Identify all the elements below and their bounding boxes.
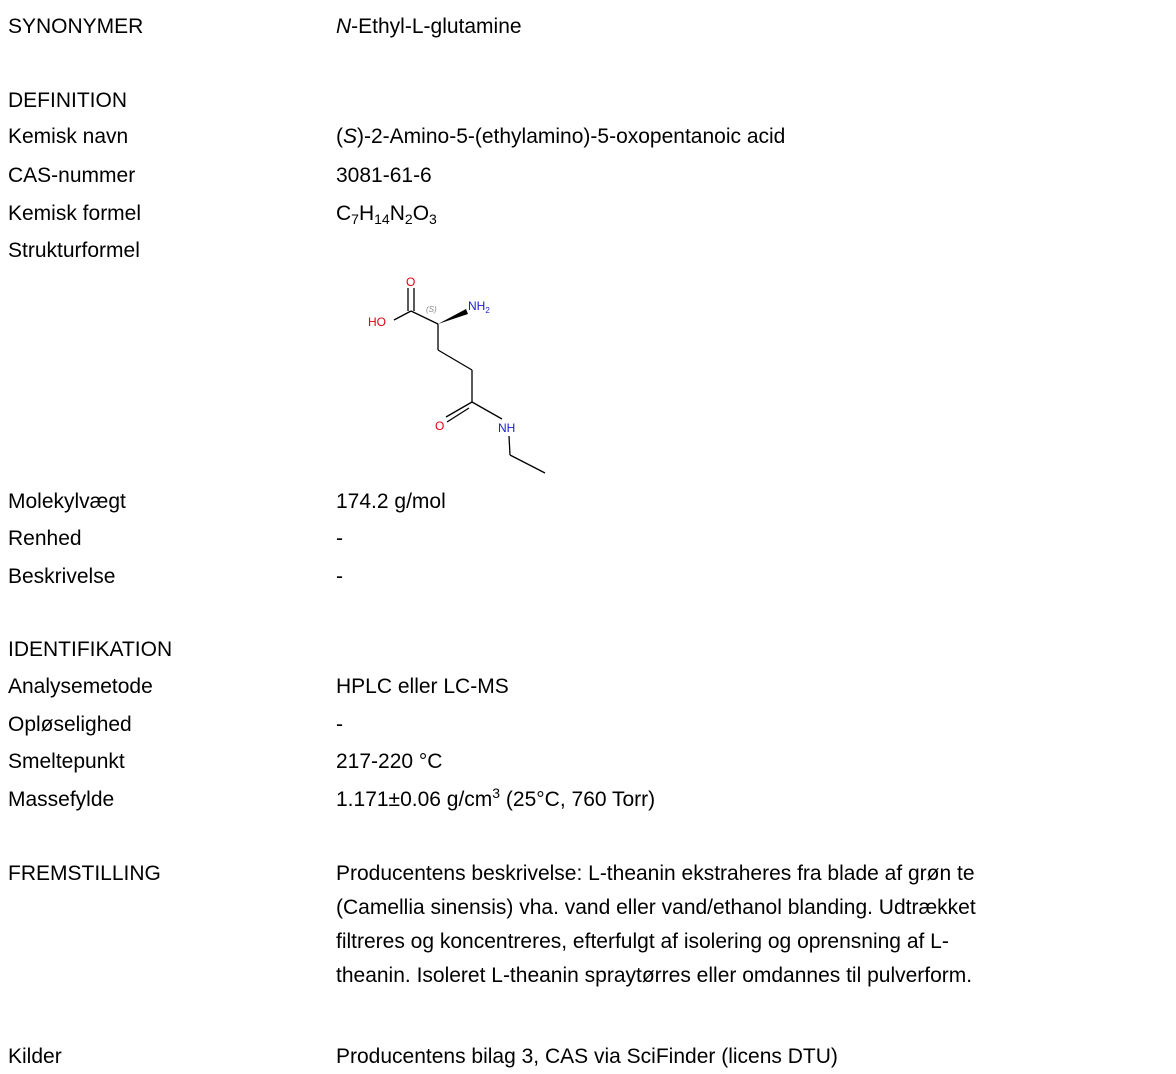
label-cas-nummer: CAS-nummer — [8, 164, 136, 187]
row-molekylvaegt: Molekylvægt 174.2 g/mol — [8, 485, 1176, 519]
label-molekylvaegt: Molekylvægt — [8, 490, 126, 513]
row-kilder: Kilder Producentens bilag 3, CAS via Sci… — [8, 1040, 1176, 1074]
value-analysemetode: HPLC eller LC-MS — [336, 675, 509, 698]
row-beskrivelse: Beskrivelse - — [8, 560, 1176, 594]
row-strukturformel: Strukturformel — [8, 234, 1176, 268]
label-kilder: Kilder — [8, 1045, 62, 1068]
value-massefylde: 1.171±0.06 g/cm3 (25°C, 760 Torr) — [336, 785, 656, 811]
row-massefylde: Massefylde 1.171±0.06 g/cm3 (25°C, 760 T… — [8, 783, 1176, 817]
value-kilder: Producentens bilag 3, CAS via SciFinder … — [336, 1045, 838, 1068]
label-oploselighed: Opløselighed — [8, 713, 132, 736]
fremstilling-line: filtreres og koncentreres, efterfulgt af… — [336, 930, 949, 953]
value-synonymer: N-Ethyl-L-glutamine — [336, 15, 522, 38]
label-analysemetode: Analysemetode — [8, 675, 153, 698]
row-cas-nummer: CAS-nummer 3081-61-6 — [8, 159, 1176, 193]
value-molekylvaegt: 174.2 g/mol — [336, 490, 446, 513]
heading-identifikation: IDENTIFIKATION — [8, 638, 173, 661]
row-analysemetode: Analysemetode HPLC eller LC-MS — [8, 670, 1176, 704]
fremstilling-line: Producentens beskrivelse: L-theanin ekst… — [336, 862, 975, 885]
wedge-bond — [438, 309, 468, 324]
structure-formula: O HO (S) NH2 O NH — [368, 275, 546, 474]
value-oploselighed: - — [336, 713, 343, 736]
value-cas-nummer: 3081-61-6 — [336, 164, 432, 187]
label-massefylde: Massefylde — [8, 788, 115, 811]
label-kemisk-formel: Kemisk formel — [8, 202, 142, 225]
label-beskrivelse: Beskrivelse — [8, 565, 116, 588]
value-renhed: - — [336, 527, 343, 550]
atom-o-amide: O — [435, 419, 444, 433]
atom-o-top: O — [406, 275, 415, 289]
label-synonymer: SYNONYMER — [8, 15, 144, 38]
row-oploselighed: Opløselighed - — [8, 708, 1176, 742]
atom-nh-amide: NH — [498, 421, 515, 435]
row-smeltepunkt: Smeltepunkt 217-220 °C — [8, 745, 1176, 779]
atom-nh2: NH2 — [468, 299, 490, 315]
row-synonymer: SYNONYMER N-Ethyl-L-glutamine — [8, 10, 1176, 44]
value-beskrivelse: - — [336, 565, 343, 588]
fremstilling-line: theanin. Isoleret L-theanin spraytørres … — [336, 964, 973, 987]
value-smeltepunkt: 217-220 °C — [336, 750, 443, 773]
row-renhed: Renhed - — [8, 522, 1176, 556]
row-kemisk-navn: Kemisk navn (S)-2-Amino-5-(ethylamino)-5… — [8, 120, 1176, 154]
label-strukturformel: Strukturformel — [8, 239, 140, 262]
heading-definition: DEFINITION — [8, 89, 127, 112]
label-fremstilling: FREMSTILLING — [8, 862, 161, 885]
label-renhed: Renhed — [8, 527, 82, 550]
value-kemisk-formel: C7H14N2O3 — [336, 202, 437, 227]
label-kemisk-navn: Kemisk navn — [8, 125, 129, 148]
atom-ho: HO — [368, 315, 386, 329]
stereo-label: (S) — [426, 305, 437, 314]
fremstilling-line: (Camellia sinensis) vha. vand eller vand… — [336, 896, 976, 919]
fremstilling-text: Producentens beskrivelse: L-theanin ekst… — [336, 857, 1176, 993]
label-smeltepunkt: Smeltepunkt — [8, 750, 125, 773]
row-kemisk-formel: Kemisk formel C7H14N2O3 — [8, 197, 1176, 231]
value-kemisk-navn: (S)-2-Amino-5-(ethylamino)-5-oxopentanoi… — [336, 125, 786, 148]
